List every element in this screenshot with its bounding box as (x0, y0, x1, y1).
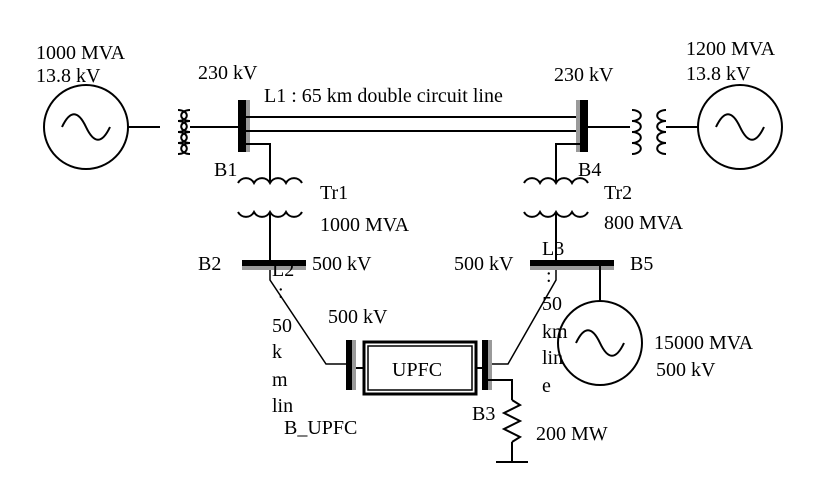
line-l3-text-2: 50 (542, 293, 562, 315)
gen-bottom-rating: 15000 MVA (654, 332, 754, 354)
gen-bottom-voltage: 500 kV (656, 359, 716, 381)
line-l2-text-3: k (272, 341, 282, 363)
tr2-rating: 800 MVA (604, 212, 684, 234)
bus-b4-label: B4 (578, 159, 601, 181)
hv-right-voltage: 230 kV (554, 64, 614, 86)
generator-bottom (557, 300, 643, 386)
line-l2-text-4: m (272, 369, 288, 391)
bus-b1 (238, 100, 246, 152)
line-l1-label: L1 : 65 km double circuit line (264, 85, 503, 107)
line-l3-text-0: L3 (542, 238, 564, 260)
bus-b1-label: B1 (214, 159, 237, 181)
gen-right-rating: 1200 MVA (686, 38, 776, 60)
bus-b4 (580, 100, 588, 152)
wire-b1-to-tr1 (244, 143, 271, 182)
line-l3-text-5: e (542, 375, 551, 397)
line-l3 (488, 270, 557, 365)
bus-b3-label: B3 (472, 403, 495, 425)
tr1-rating: 1000 MVA (320, 214, 410, 236)
line-l2-text-1: : (278, 281, 284, 303)
transformer-left-stepup-icon (177, 109, 191, 155)
transformer-right-stepup-icon (631, 109, 667, 155)
upfc-label: UPFC (392, 359, 442, 381)
line-l3-text-4: lin (542, 347, 563, 369)
wire-b4-to-tr2 (555, 143, 584, 182)
hv-left-voltage: 230 kV (198, 62, 258, 84)
upfc-voltage: 500 kV (328, 306, 388, 328)
generator-right (697, 84, 783, 170)
bus-b2-label: B2 (198, 253, 221, 275)
generator-left-sine-icon (61, 113, 111, 141)
transformer-tr1-icon (237, 177, 303, 218)
line-l2-text-2: 50 (272, 315, 292, 337)
bus-b2-voltage: 500 kV (312, 253, 372, 275)
bus-b2 (242, 260, 306, 266)
wire-b3-to-load (488, 379, 513, 400)
bus-b5-label: B5 (630, 253, 653, 275)
bus-b5 (530, 260, 614, 266)
line-l3-text-3: km (542, 321, 568, 343)
line-l2-text-5: lin (272, 395, 293, 417)
line-l2-text-0: L2 (272, 259, 294, 281)
generator-right-circle (697, 84, 783, 170)
bus-b5-voltage: 500 kV (454, 253, 514, 275)
gen-left-voltage: 13.8 kV (36, 65, 101, 87)
upfc-box (362, 340, 478, 396)
gen-left-rating: 1000 MVA (36, 42, 126, 64)
transformer-tr2-icon (523, 177, 589, 218)
tr1-name: Tr1 (320, 182, 348, 204)
tr2-name: Tr2 (604, 182, 632, 204)
load-rating: 200 MW (536, 423, 608, 445)
line-l2 (269, 270, 346, 365)
bus-b3 (482, 340, 488, 390)
generator-bottom-circle (557, 300, 643, 386)
gen-right-voltage: 13.8 kV (686, 63, 751, 85)
generator-right-sine-icon (715, 113, 765, 141)
resistor-icon (501, 399, 523, 443)
bus-b-upfc (346, 340, 352, 390)
generator-left (43, 84, 129, 170)
bus-b-upfc-label: B_UPFC (284, 417, 357, 439)
line-l3-text-1: : (546, 265, 552, 287)
generator-bottom-sine-icon (575, 329, 625, 357)
